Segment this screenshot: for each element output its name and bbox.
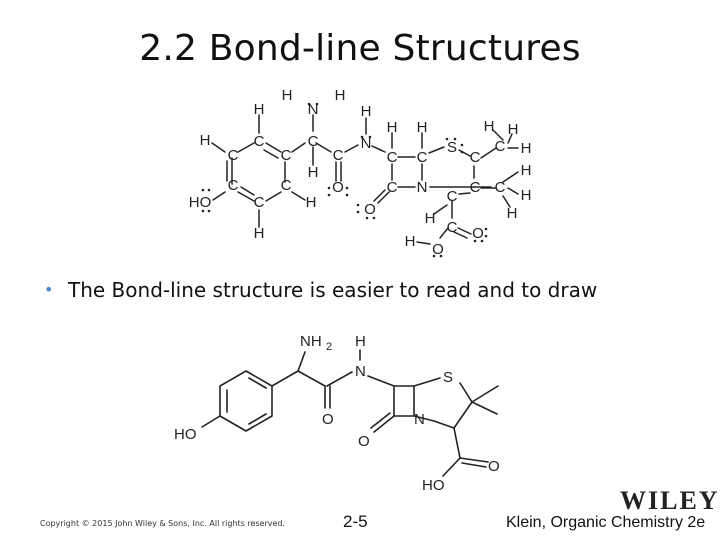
bondline-structure-drawing: NH 2 H N O O S N O HO HO — [174, 333, 500, 494]
atom-h: H — [306, 194, 317, 211]
atom-n: N — [414, 411, 425, 428]
lone-pairs — [201, 102, 488, 258]
atom-h: H — [508, 121, 519, 138]
atom-o: O — [472, 225, 484, 242]
atom-c: C — [228, 177, 239, 194]
atom-nh2: NH — [300, 333, 322, 350]
atom-c: C — [495, 179, 506, 196]
book-reference: Klein, Organic Chemistry 2e — [506, 514, 706, 531]
atom-n: N — [308, 101, 319, 118]
lewis-structure: C C C C C C H H H H HO C N H H H C O N H — [180, 80, 540, 270]
atom-o: O — [432, 241, 444, 258]
atom-h: H — [254, 225, 265, 242]
atom-h: H — [507, 205, 518, 222]
atom-n: N — [355, 363, 366, 380]
atom-h: H — [417, 119, 428, 136]
atom-h: H — [200, 132, 211, 149]
atom-c: C — [387, 179, 398, 196]
atom-ho: HO — [189, 194, 212, 211]
atom-h: H — [282, 87, 293, 104]
atom-o: O — [364, 201, 376, 218]
atom-c: C — [254, 133, 265, 150]
atom-n: N — [417, 179, 428, 196]
bullet-item: • The Bond-line structure is easier to re… — [44, 278, 704, 302]
atom-c: C — [228, 147, 239, 164]
atom-h: H — [355, 333, 366, 350]
copyright-notice: Copyright © 2015 John Wiley & Sons, Inc.… — [40, 519, 286, 528]
atom-c: C — [254, 194, 265, 211]
atom-c: C — [447, 188, 458, 205]
atom-c: C — [308, 133, 319, 150]
page-number: 2-5 — [343, 512, 368, 531]
atom-n: N — [361, 135, 372, 152]
atom-o: O — [488, 458, 500, 475]
atom-h: H — [484, 118, 495, 135]
atom-c: C — [333, 147, 344, 164]
atom-h: H — [387, 119, 398, 136]
atom-s: S — [443, 369, 453, 386]
atom-h: H — [361, 103, 372, 120]
atom-c: C — [281, 177, 292, 194]
atom-c: C — [387, 149, 398, 166]
atom-h: H — [335, 87, 346, 104]
bullet-text: The Bond-line structure is easier to rea… — [68, 278, 598, 302]
lewis-structure-drawing: C C C C C C H H H H HO C N H H H C O N H — [189, 87, 532, 258]
bullet-icon: • — [44, 280, 54, 299]
slide-title: 2.2 Bond-line Structures — [139, 28, 581, 69]
atom-c: C — [470, 179, 481, 196]
atom-o: O — [322, 411, 334, 428]
atom-ho: HO — [422, 477, 445, 494]
atom-h: H — [405, 233, 416, 250]
atom-c: C — [495, 138, 506, 155]
atom-h: H — [308, 164, 319, 181]
atom-c: C — [447, 219, 458, 236]
wiley-logo: WILEY — [620, 486, 720, 515]
atom-c: C — [470, 149, 481, 166]
atom-h: H — [521, 140, 532, 157]
atom-o: O — [332, 179, 344, 196]
atom-c: C — [417, 149, 428, 166]
atom-ho: HO — [174, 426, 197, 443]
atom-h: H — [521, 162, 532, 179]
atom-nh2-subscript: 2 — [326, 341, 332, 353]
atom-h: H — [521, 187, 532, 204]
atom-h: H — [425, 210, 436, 227]
atom-o: O — [358, 433, 370, 450]
bondline-structure: NH 2 H N O O S N O HO HO — [170, 322, 510, 500]
atom-c: C — [281, 147, 292, 164]
atom-h: H — [254, 101, 265, 118]
atom-s: S — [447, 139, 457, 156]
